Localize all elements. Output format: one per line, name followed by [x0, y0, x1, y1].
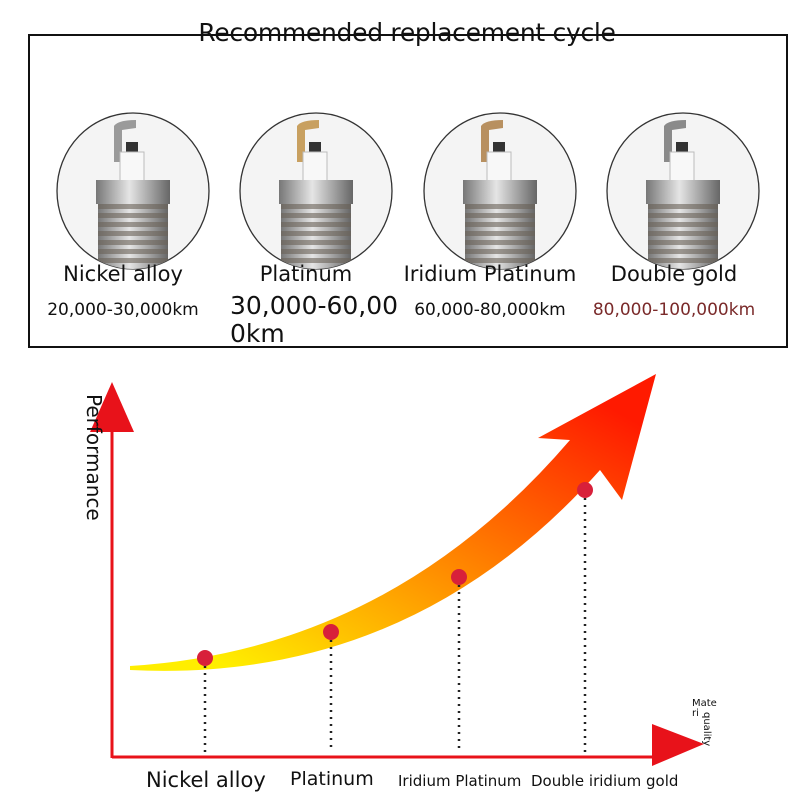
plug-type-label: Nickel alloy [63, 262, 183, 286]
replacement-cycle-value: 30,000-60,000km [230, 291, 399, 348]
y-axis-arrowhead [90, 382, 134, 432]
plug-type-label: Double gold [610, 262, 738, 286]
spark-plug-image [239, 112, 393, 270]
category-label: Iridium Platinum [398, 772, 522, 790]
replacement-cycle-panel [28, 34, 788, 348]
replacement-cycle-value: 20,000-30,000km [47, 300, 199, 320]
replacement-cycle-value: 80,000-100,000km [592, 300, 756, 320]
category-label: Double iridium gold [531, 772, 679, 790]
spark-plug-image [56, 112, 210, 270]
data-point [451, 569, 467, 585]
y-axis-label: Performance [82, 394, 106, 521]
plug-type-label: Platinum [259, 262, 353, 286]
category-label: Nickel alloy [146, 768, 266, 792]
spark-plug-image [606, 112, 760, 270]
category-label: Platinum [290, 768, 374, 790]
spark-plug-image [423, 112, 577, 270]
x-axis-arrowhead [652, 724, 704, 766]
replacement-cycle-value: 60,000-80,000km [414, 300, 566, 320]
panel-title: Recommended replacement cycle [198, 18, 616, 47]
x-axis-label-quality: quality [701, 712, 712, 747]
plug-type-label: Iridium Platinum [403, 262, 577, 286]
growth-arrow [130, 374, 656, 671]
data-point [323, 624, 339, 640]
data-point [577, 482, 593, 498]
x-axis-label: Mate ri [692, 698, 717, 719]
data-point [197, 650, 213, 666]
